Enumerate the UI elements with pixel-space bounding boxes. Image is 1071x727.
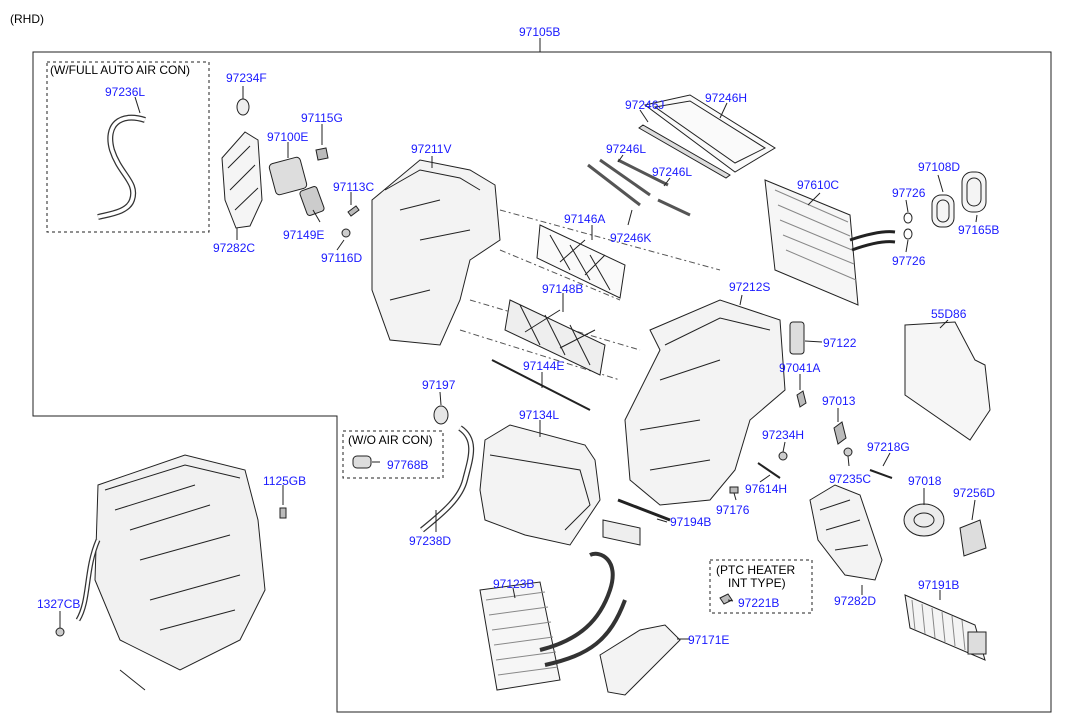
part-label-1125GB[interactable]: 1125GB [263, 474, 307, 488]
part-label-97105B[interactable]: 97105B [519, 25, 561, 39]
assembly-frame [32, 51, 1052, 713]
part-label-97221B[interactable]: 97221B [738, 596, 780, 610]
part-97246L-strips [587, 158, 691, 217]
part-label-97108D[interactable]: 97108D [918, 160, 961, 174]
part-label-97256D[interactable]: 97256D [953, 486, 996, 500]
part-97148B [504, 299, 606, 376]
part-label-97282C[interactable]: 97282C [213, 241, 256, 255]
part-97614H [757, 462, 781, 479]
part-label-97018[interactable]: 97018 [908, 474, 942, 488]
part-97100E [268, 156, 308, 196]
part-97235C [843, 447, 853, 457]
part-97234F [236, 98, 250, 116]
part-label-97726[interactable]: 97726 [892, 186, 926, 200]
part-label-97013[interactable]: 97013 [822, 394, 856, 408]
part-label-97123B[interactable]: 97123B [493, 577, 535, 591]
part-97211V [371, 159, 501, 346]
part-97246J [638, 124, 731, 179]
part-97246H [643, 94, 776, 173]
part-label-97116D[interactable]: 97116D [321, 251, 363, 265]
part-label-97113C[interactable]: 97113C [333, 180, 375, 194]
part-label-97236L[interactable]: 97236L [105, 85, 146, 99]
part-label-97194B[interactable]: 97194B [670, 515, 712, 529]
part-97018 [903, 503, 945, 537]
part-label-97134L[interactable]: 97134L [519, 408, 560, 422]
part-97116D [341, 228, 351, 238]
part-97212S [624, 299, 786, 506]
part-97146A [536, 224, 626, 299]
part-label-97234H[interactable]: 97234H [762, 428, 805, 442]
part-97768B [352, 455, 372, 469]
part-97149E [299, 186, 325, 216]
part-97122 [789, 321, 805, 355]
part-label-97246L-2[interactable]: 97246L [652, 165, 693, 179]
part-97171E [599, 624, 681, 696]
part-label-97149E[interactable]: 97149E [283, 228, 325, 242]
part-97041A [796, 390, 807, 408]
assembled-heater-unit [94, 454, 266, 671]
part-label-97610C[interactable]: 97610C [797, 178, 840, 192]
part-label-97146A[interactable]: 97146A [564, 212, 606, 226]
part-97218G [869, 469, 893, 479]
part-97256D [959, 519, 987, 557]
part-97113C [347, 205, 360, 217]
wo-aircon-box [342, 430, 444, 479]
part-97134L [479, 424, 601, 546]
part-label-97238D[interactable]: 97238D [409, 534, 452, 548]
part-label-97041A[interactable]: 97041A [779, 361, 821, 375]
note-ptc-line1: (PTC HEATER [716, 563, 796, 577]
part-97282C [221, 131, 263, 229]
part-label-97122[interactable]: 97122 [823, 336, 857, 350]
part-97191B [904, 594, 986, 661]
part-97282D [809, 484, 883, 581]
part-label-97282D[interactable]: 97282D [834, 594, 877, 608]
part-97194B-pad [602, 519, 641, 546]
part-label-97218G[interactable]: 97218G [867, 440, 910, 454]
part-97234H [778, 451, 788, 461]
part-label-55D86[interactable]: 55D86 [931, 307, 967, 321]
part-label-97235C[interactable]: 97235C [829, 472, 872, 486]
part-label-97234F[interactable]: 97234F [226, 71, 267, 85]
part-label-97144E[interactable]: 97144E [523, 359, 565, 373]
note-wo-aircon: (W/O AIR CON) [348, 433, 433, 447]
part-label-97726-2[interactable]: 97726 [892, 254, 926, 268]
part-label-97246H[interactable]: 97246H [705, 91, 748, 105]
part-97194B [617, 498, 671, 522]
part-97115G [315, 147, 329, 161]
part-label-97211V[interactable]: 97211V [411, 142, 452, 156]
ptc-box [709, 559, 813, 614]
full-auto-box [46, 61, 210, 233]
part-label-97768B[interactable]: 97768B [387, 458, 429, 472]
part-55D86 [904, 321, 991, 441]
note-full-auto: (W/FULL AUTO AIR CON) [50, 63, 191, 77]
part-label-97100E[interactable]: 97100E [267, 130, 309, 144]
part-97197 [433, 405, 449, 425]
part-label-97246L[interactable]: 97246L [606, 142, 647, 156]
part-label-97148B[interactable]: 97148B [542, 282, 584, 296]
part-label-97614H[interactable]: 97614H [745, 482, 788, 496]
part-97013 [833, 421, 847, 445]
part-label-1327CB[interactable]: 1327CB [37, 597, 81, 611]
part-label-97165B[interactable]: 97165B [958, 223, 1000, 237]
part-label-97176[interactable]: 97176 [716, 503, 750, 517]
variant-label: (RHD) [10, 12, 44, 26]
part-97610C [764, 179, 859, 306]
part-97176 [729, 486, 739, 494]
part-label-97191B[interactable]: 97191B [918, 578, 960, 592]
part-97123B [479, 581, 561, 691]
part-label-97246J[interactable]: 97246J [625, 98, 665, 112]
part-label-97115G[interactable]: 97115G [301, 111, 343, 125]
part-label-97171E[interactable]: 97171E [688, 633, 730, 647]
part-label-97212S[interactable]: 97212S [729, 280, 771, 294]
part-label-97197[interactable]: 97197 [422, 378, 456, 392]
part-label-97246K[interactable]: 97246K [610, 231, 652, 245]
part-97144E [491, 359, 591, 411]
note-ptc-line2: INT TYPE) [728, 576, 786, 590]
part-97221B [719, 593, 733, 605]
